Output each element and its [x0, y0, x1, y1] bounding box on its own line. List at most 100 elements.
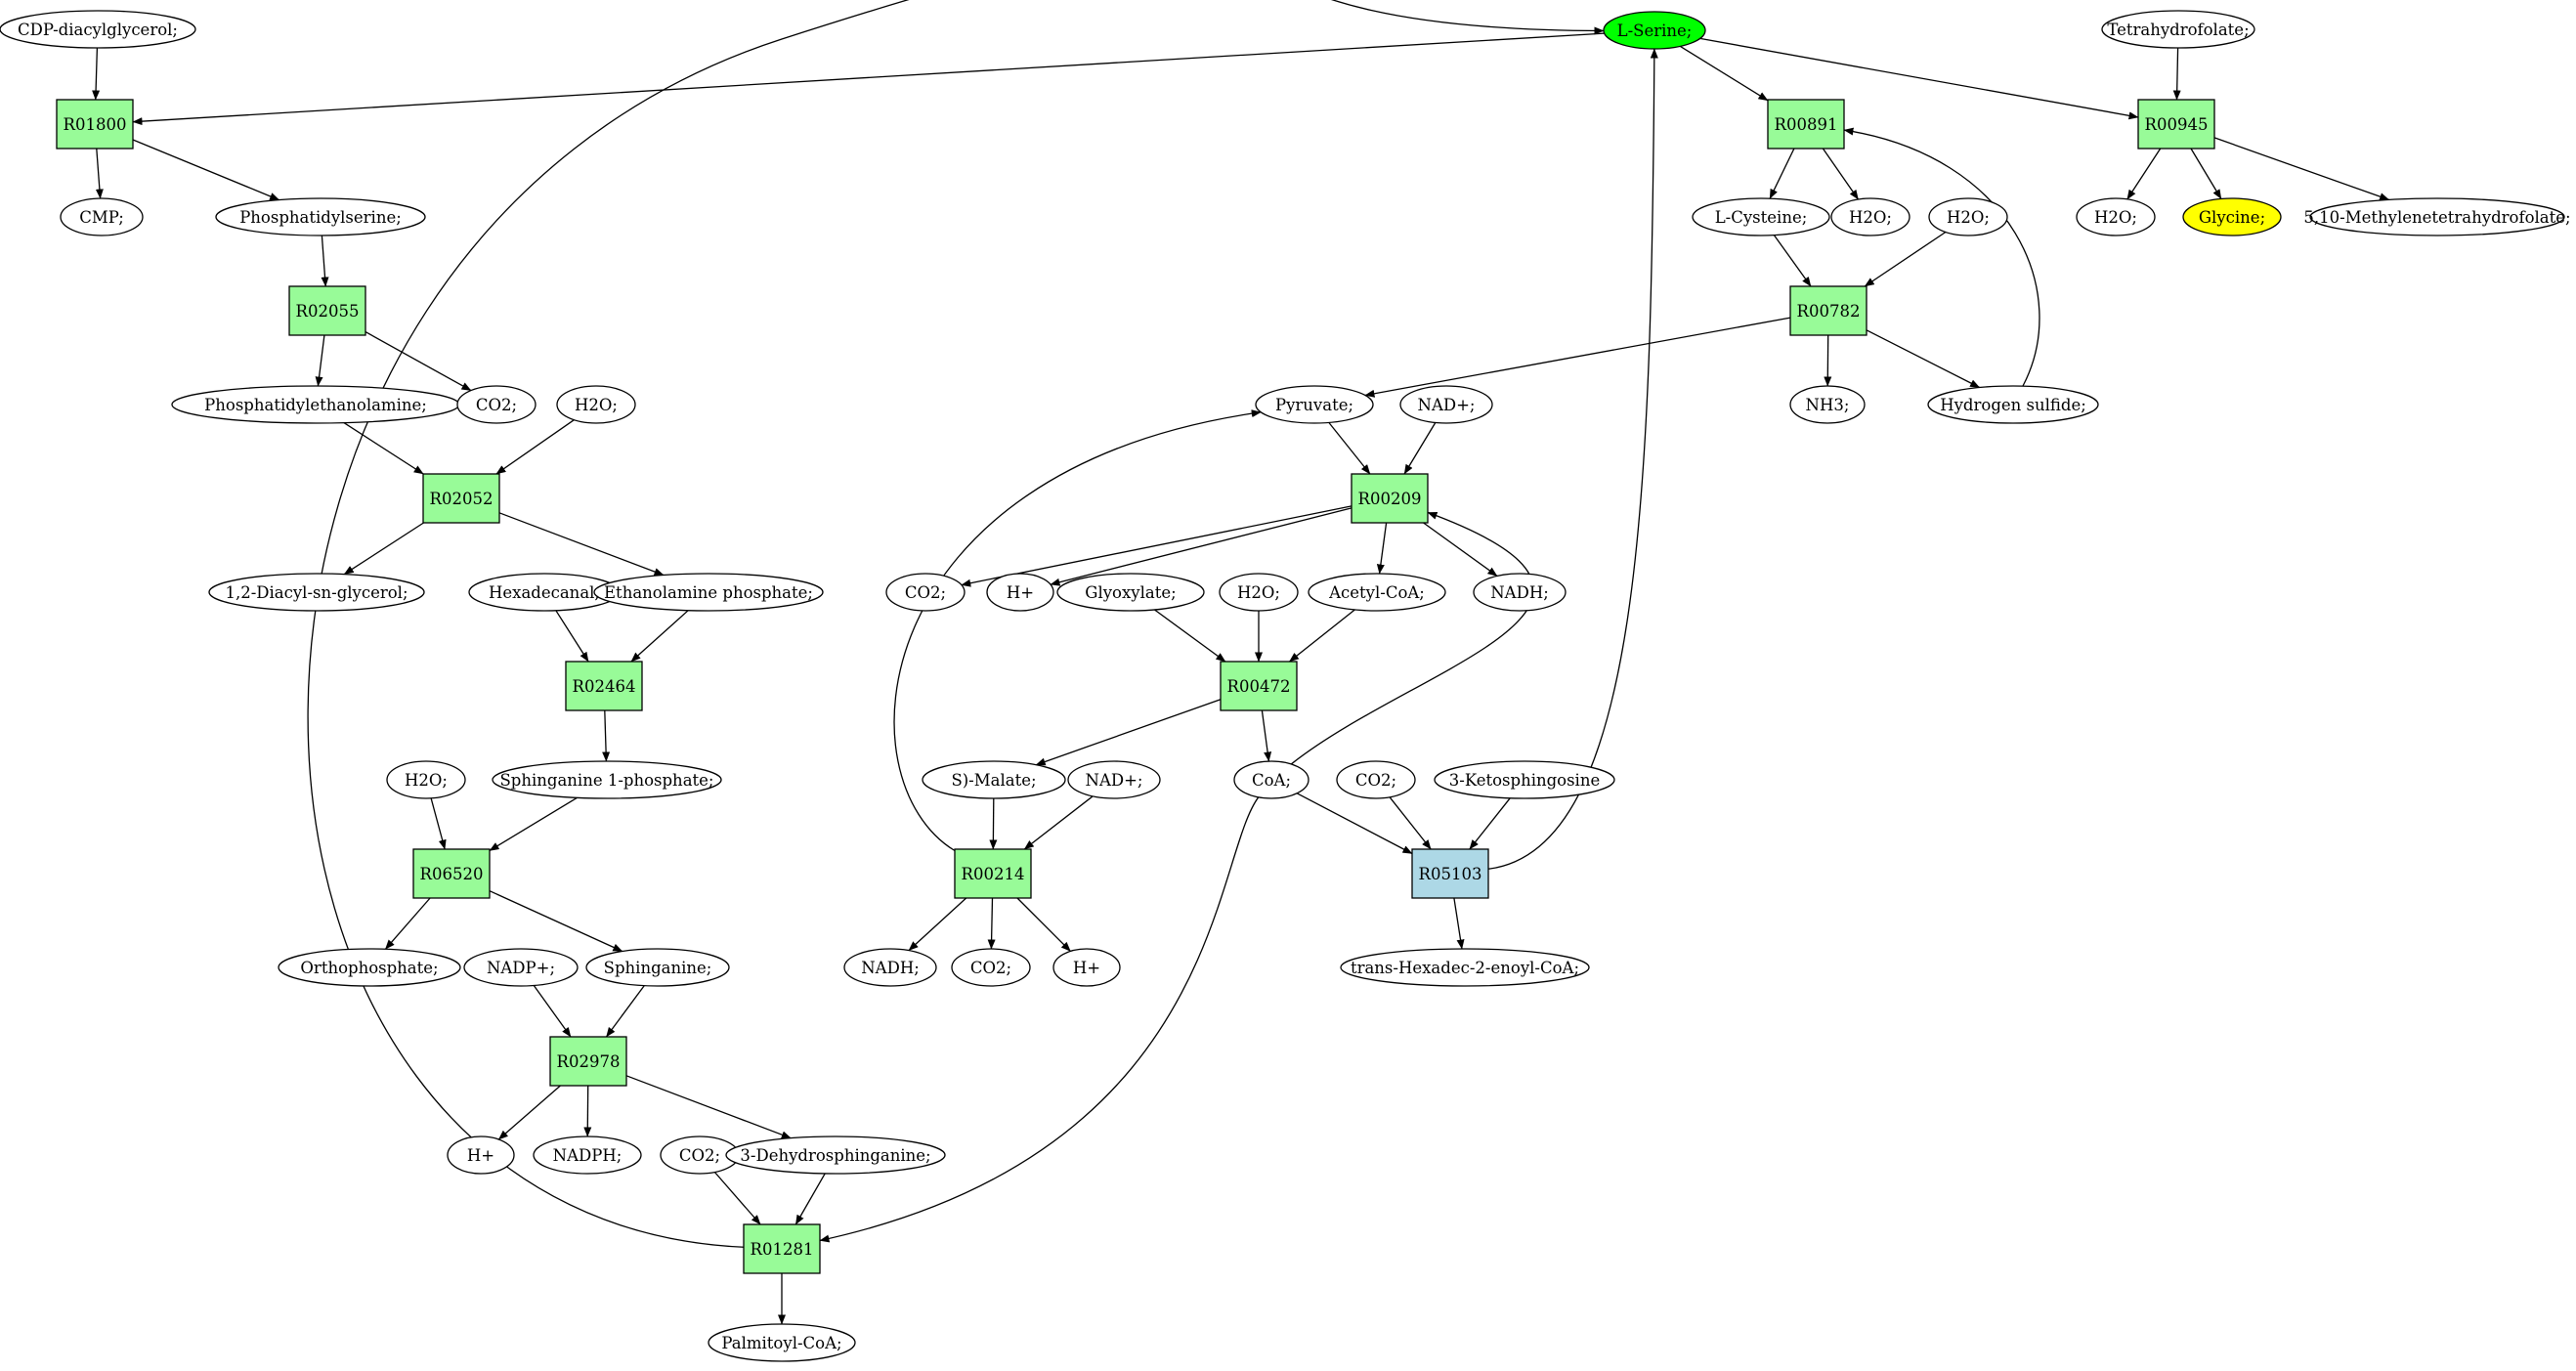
compound-ellipse — [463, 948, 579, 987]
compound-node-coa: CoA; — [1233, 760, 1309, 799]
edge-r00214-to-nadh_b — [908, 897, 967, 952]
compound-ellipse — [456, 385, 537, 424]
edge-r02978-to-dhsa — [625, 1075, 792, 1139]
compound-node-nadph: NADPH; — [533, 1135, 642, 1175]
node-label: R00945 — [2145, 115, 2209, 134]
node-label: 3-Dehydrosphinganine; — [740, 1146, 930, 1165]
edge-r00214-to-pyruvate — [893, 409, 1262, 852]
reaction-node-r02978: R02978 — [549, 1036, 627, 1087]
compound-ellipse — [1789, 385, 1866, 424]
edge-sa1p-to-r06520 — [489, 796, 578, 852]
reaction-box — [1351, 473, 1429, 524]
compound-node-pyruvate: Pyruvate; — [1255, 385, 1374, 424]
node-label: R01281 — [751, 1240, 814, 1259]
compound-ellipse — [1056, 573, 1205, 612]
reaction-box — [1220, 661, 1298, 711]
compound-ellipse — [708, 1323, 856, 1362]
node-label: trans-Hexadec-2-enoyl-CoA; — [1351, 959, 1579, 977]
reaction-box — [549, 1036, 627, 1087]
node-label: R02052 — [430, 490, 494, 508]
compound-ellipse — [1830, 197, 1911, 236]
edge-serine-to-r01800 — [132, 32, 1605, 126]
compound-ellipse — [492, 760, 722, 799]
edge-nad_a-to-r00209 — [1403, 422, 1437, 475]
reaction-box — [954, 848, 1032, 899]
compound-node-h2o_d: H2O; — [556, 385, 636, 424]
node-label: NADH; — [861, 959, 920, 977]
compound-node-cmp: CMP; — [60, 197, 144, 236]
compound-node-thexcoa: trans-Hexadec-2-enoyl-CoA; — [1340, 948, 1590, 987]
node-label: L-Cysteine; — [1715, 208, 1808, 227]
node-label: 5,10-Methylenetetrahydrofolate; — [2303, 208, 2570, 227]
compound-node-nh3: NH3; — [1789, 385, 1866, 424]
compound-node-hplus_c: H+ — [447, 1135, 515, 1175]
edge-h2o_f-to-r06520 — [430, 797, 447, 850]
compound-node-cys: L-Cysteine; — [1692, 197, 1830, 236]
compound-node-palmcoa: Palmitoyl-CoA; — [708, 1323, 856, 1362]
compound-ellipse — [1692, 197, 1830, 236]
compound-node-malate: S)-Malate; — [922, 760, 1066, 799]
compound-node-sphinganine: Sphinganine; — [585, 948, 730, 987]
reaction-box — [288, 285, 366, 336]
compound-node-h2o_f: H2O; — [386, 760, 466, 799]
node-label: H2O; — [575, 396, 618, 414]
node-layer: CDP-diacylglycerol; L-Serine; Tetrahydrofo… — [0, 10, 2571, 1362]
reaction-node-r05103: R05103 — [1411, 848, 1489, 899]
compound-node-h2o_e: H2O; — [1219, 573, 1299, 612]
edge-nadp-to-r02978 — [533, 985, 572, 1038]
reaction-box — [1789, 285, 1868, 336]
node-label: H2O; — [2094, 208, 2137, 227]
reaction-box — [1411, 848, 1489, 899]
compound-node-co2_b: CO2; — [885, 573, 966, 612]
edge-etnp-to-r02464 — [630, 610, 689, 663]
edge-layer — [92, 0, 2390, 1325]
node-label: S)-Malate; — [951, 771, 1036, 790]
node-label: 3-Ketosphingosine — [1449, 771, 1600, 790]
compound-node-serine: L-Serine; — [1603, 11, 1706, 50]
compound-ellipse — [585, 948, 730, 987]
edge-ptdser-to-r02055 — [321, 235, 329, 287]
edge-glyoxylate-to-r00472 — [1154, 609, 1226, 663]
compound-ellipse — [1067, 760, 1161, 799]
edge-r00891-to-cys — [1769, 148, 1795, 199]
compound-node-ptdser: Phosphatidylserine; — [215, 197, 426, 236]
compound-node-ptdetn: Phosphatidylethanolamine; — [171, 385, 460, 424]
compound-ellipse — [533, 1135, 642, 1175]
edge-serine-to-r00945 — [1699, 37, 2139, 120]
compound-node-etnp: Ethanolamine phosphate; — [593, 573, 824, 612]
compound-node-nad_a: NAD+; — [1399, 385, 1493, 424]
compound-ellipse — [922, 760, 1066, 799]
compound-ellipse — [1927, 385, 2099, 424]
compound-ellipse — [1928, 197, 2008, 236]
edge-pyruvate-to-r00209 — [1328, 421, 1371, 475]
edge-r02464-to-sa1p — [602, 709, 611, 762]
edge-nad_b-to-r00214 — [1023, 795, 1094, 850]
edge-r00214-to-co2_d — [987, 897, 996, 950]
node-label: CDP-diacylglycerol; — [18, 21, 178, 39]
node-label: Hydrogen sulfide; — [1940, 396, 2086, 414]
compound-ellipse — [1233, 760, 1309, 799]
compound-node-nadh_a: NADH; — [1473, 573, 1567, 612]
node-label: CO2; — [970, 959, 1011, 977]
node-label: R01800 — [64, 115, 127, 134]
node-label: Ethanolamine phosphate; — [604, 583, 813, 602]
compound-node-orthop: Orthophosphate; — [278, 948, 461, 987]
edge-cdp_dag-to-r01800 — [92, 47, 101, 101]
edge-r00945-to-mthf — [2213, 137, 2390, 201]
node-label: Tetrahydrofolate; — [2107, 21, 2249, 39]
edge-r05103-to-serine — [1487, 48, 1658, 870]
edge-coa-to-r00209 — [1290, 511, 1534, 765]
compound-ellipse — [1308, 573, 1446, 612]
compound-node-h2o_c: H2O; — [2076, 197, 2156, 236]
edge-r00214-to-hplus_b — [1016, 897, 1071, 952]
edge-h2o_d-to-r02052 — [495, 419, 575, 475]
edge-r00472-to-malate — [1035, 699, 1222, 766]
node-label: Orthophosphate; — [300, 959, 438, 977]
edge-r01800-to-cmp — [95, 148, 104, 199]
compound-ellipse — [1336, 760, 1416, 799]
node-label: R00891 — [1775, 115, 1838, 134]
node-label: R02055 — [296, 302, 360, 321]
reaction-node-r02464: R02464 — [565, 661, 643, 711]
node-label: Phosphatidylserine; — [239, 208, 402, 227]
node-label: NAD+; — [1418, 396, 1476, 414]
